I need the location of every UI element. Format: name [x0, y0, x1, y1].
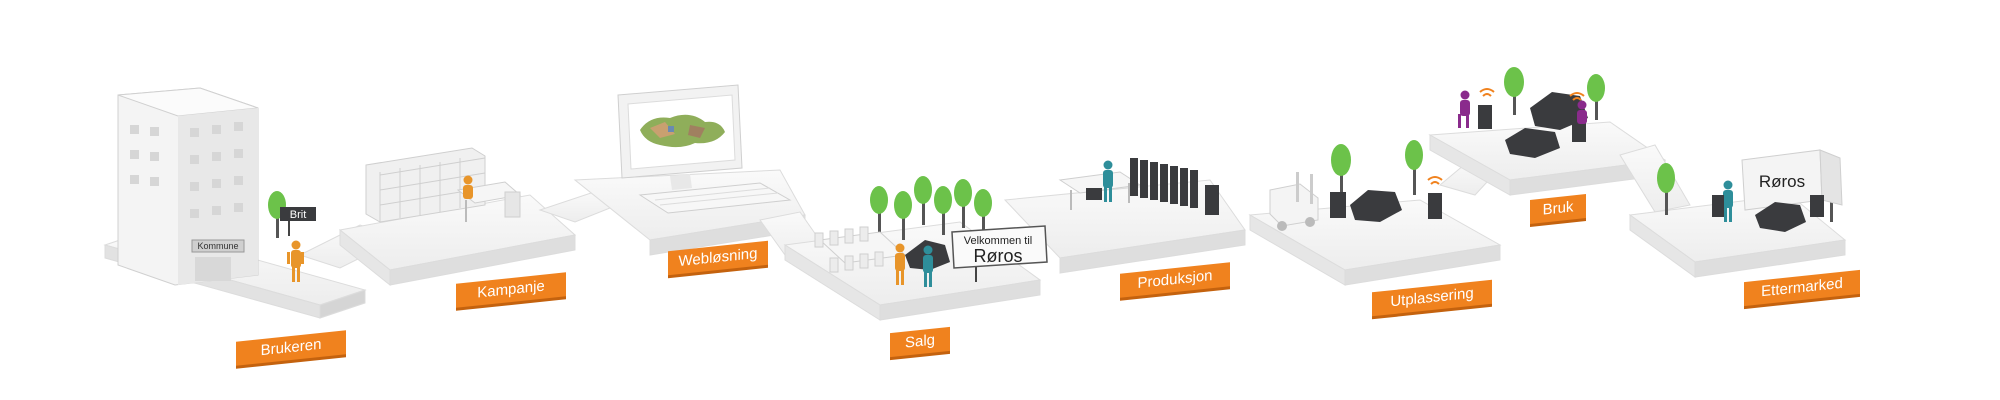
person-salg-teal	[923, 245, 933, 287]
containers-bruk	[1478, 92, 1588, 158]
truck-label: Røros	[1759, 172, 1805, 191]
trees-salg	[870, 176, 992, 240]
kommune-building: Kommune	[117, 87, 259, 286]
trees-bruk	[1504, 67, 1605, 120]
person-brit	[287, 240, 304, 282]
desk	[456, 181, 522, 222]
person-bruk-2	[1577, 100, 1587, 124]
person-bruk-1	[1458, 90, 1470, 128]
person-produksjon	[1103, 160, 1113, 202]
welcome-sign-line1: Velkommen til	[964, 235, 1032, 247]
container-rack	[1130, 158, 1219, 215]
forklift	[1269, 172, 1319, 231]
kommune-sign-text: Kommune	[197, 241, 238, 251]
person-salg-orange	[895, 243, 905, 285]
containers-utplassering	[1330, 190, 1442, 222]
ramp-5	[1619, 144, 1691, 213]
wifi-icon	[1479, 88, 1585, 101]
platforms	[103, 121, 1847, 321]
brit-sign: Brit	[280, 207, 316, 236]
welcome-sign: Velkommen til Røros	[951, 225, 1048, 282]
person-ettermarked	[1723, 180, 1733, 222]
meeting-table	[814, 226, 907, 273]
containers-ettermarked	[1712, 195, 1824, 232]
brit-sign-text: Brit	[290, 209, 307, 221]
kommune-sign	[191, 239, 245, 253]
person-kampanje	[463, 175, 473, 199]
dark-box	[1086, 188, 1102, 200]
keyboard	[638, 182, 792, 214]
trees-utplassering	[1331, 140, 1423, 200]
monitor	[617, 84, 743, 190]
truck: Røros	[1741, 149, 1843, 211]
wifi-icon	[1427, 176, 1443, 185]
welcome-sign-line2: Røros	[974, 246, 1023, 266]
map-on-screen	[640, 114, 725, 148]
